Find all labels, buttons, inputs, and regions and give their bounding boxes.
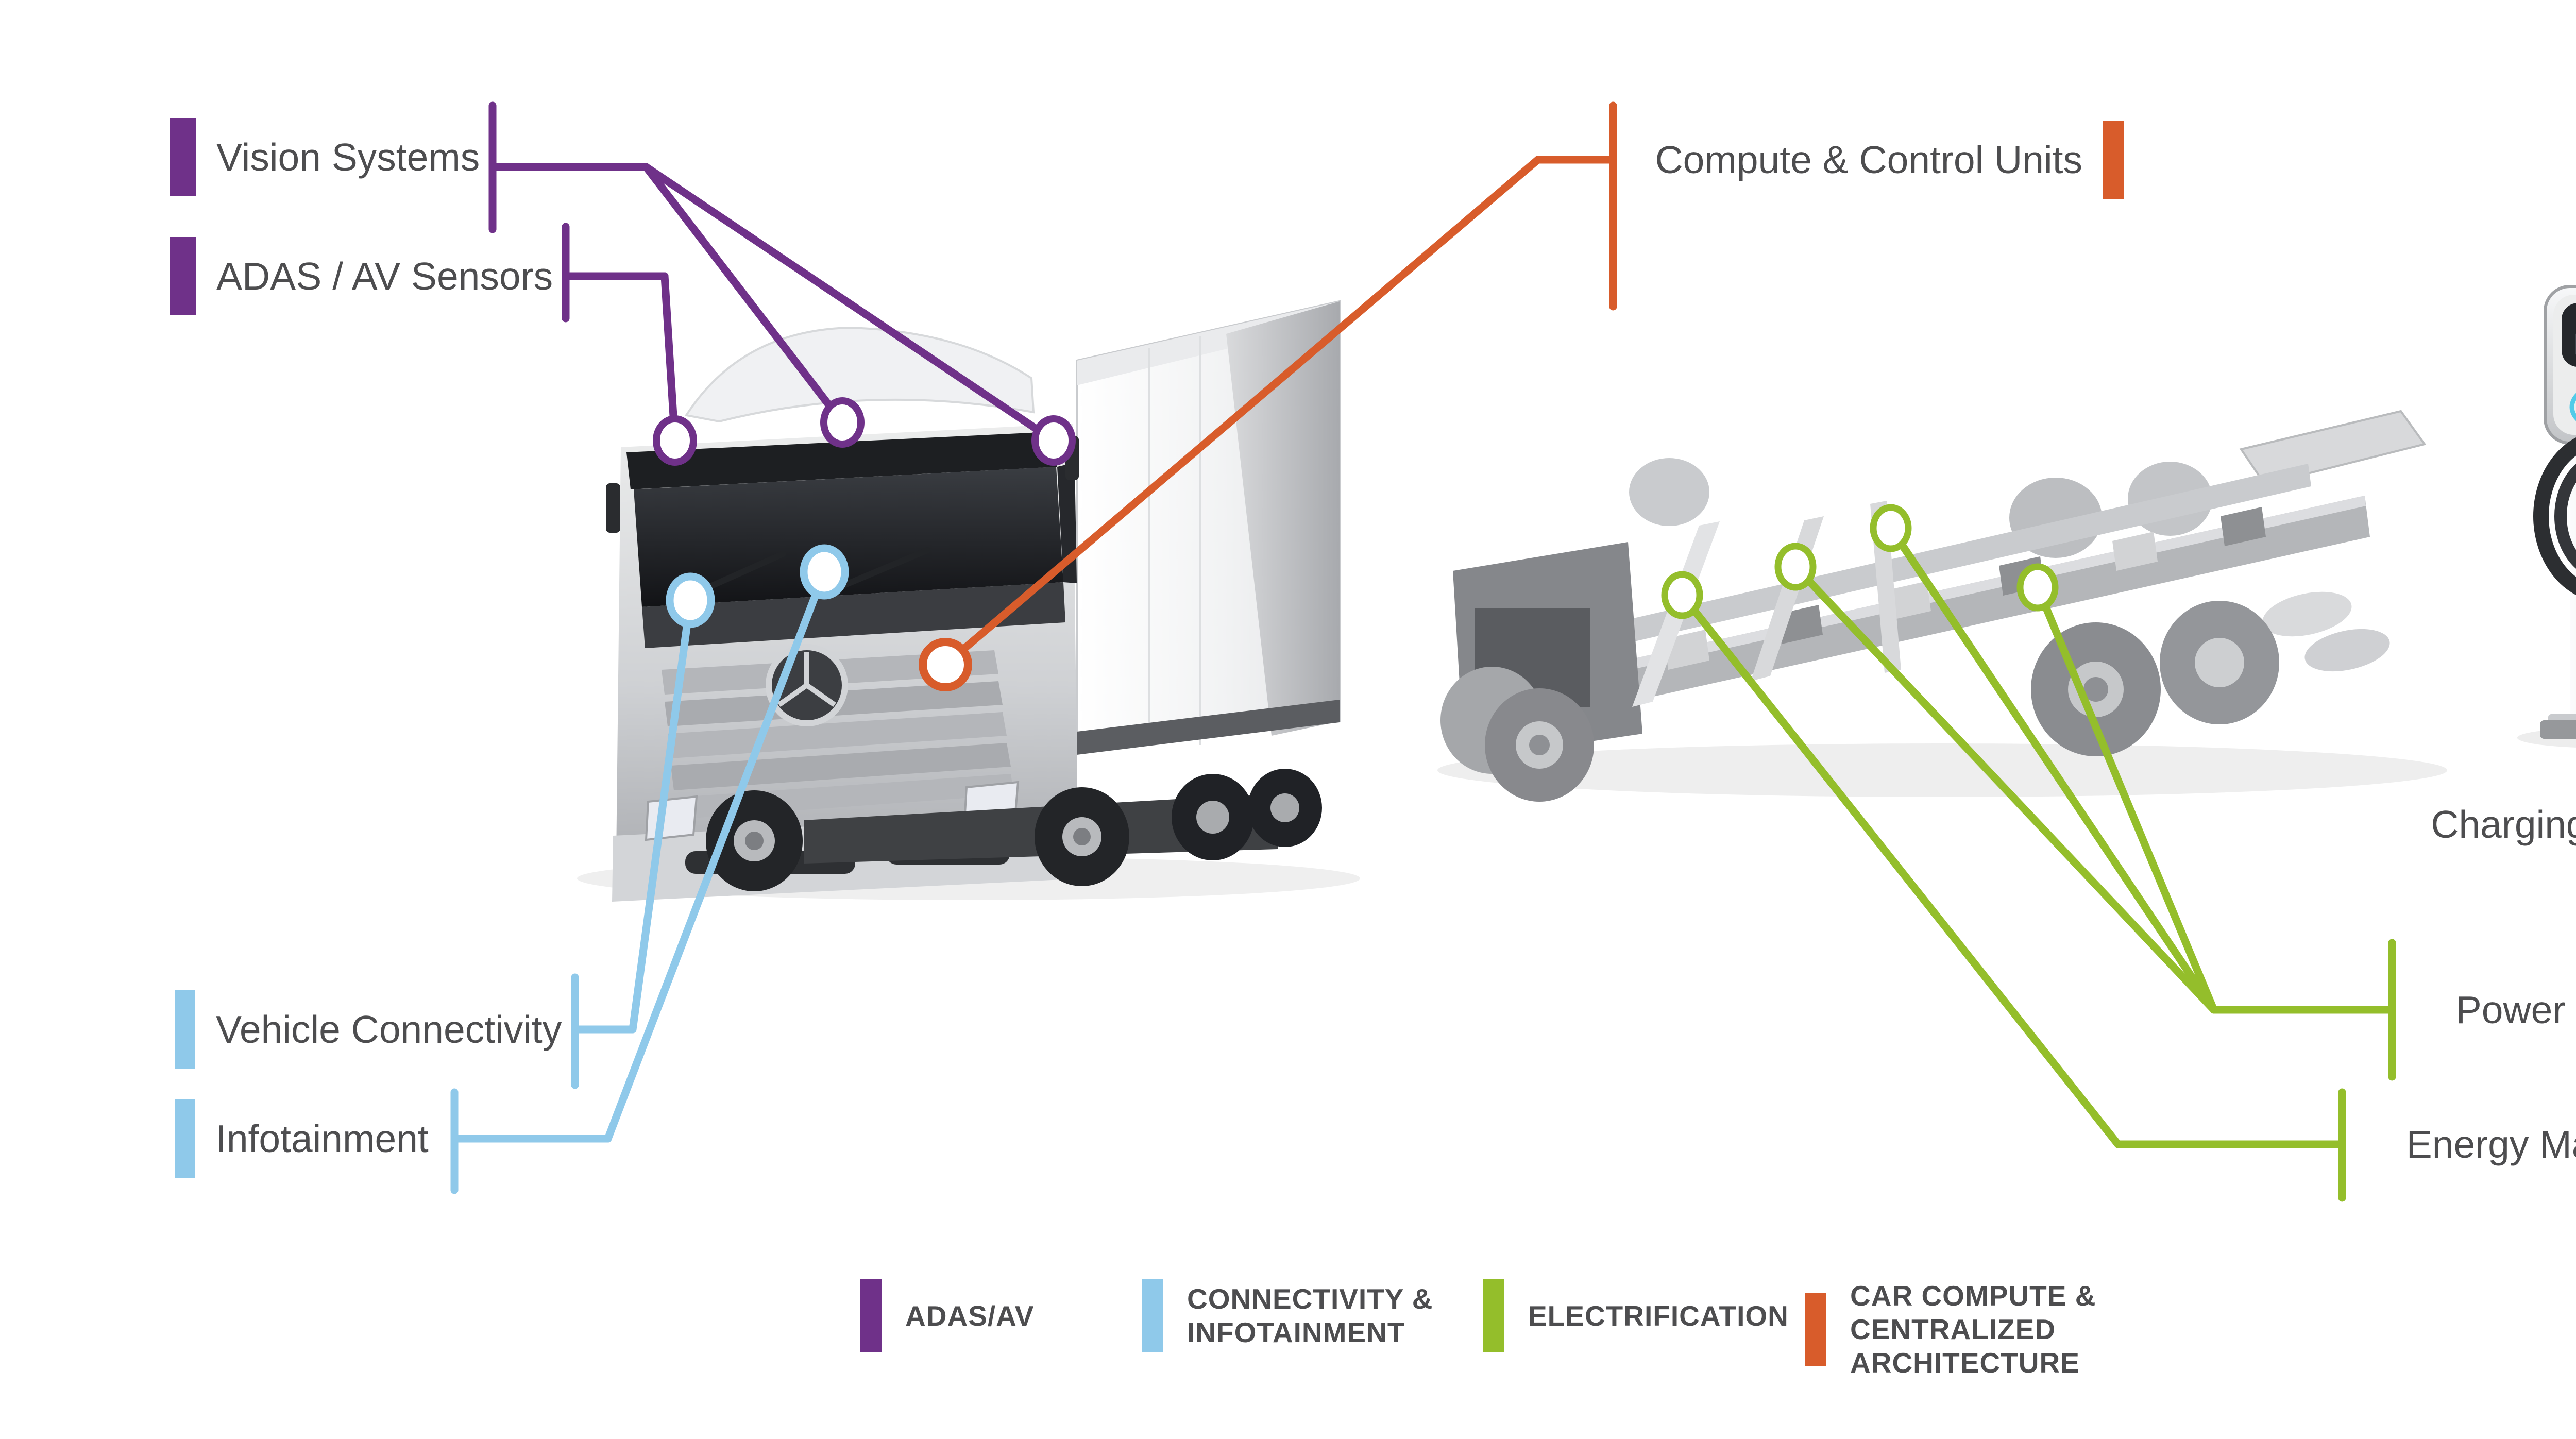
legend-item-adas-av: ADAS/AV [860, 1279, 1034, 1352]
callout-vehicle-connectivity: Vehicle Connectivity [175, 990, 562, 1069]
power-electronics-line-3 [2033, 583, 2218, 1014]
charge-port-ring [2569, 393, 2576, 421]
legend-label-adas-av: ADAS/AV [905, 1299, 1035, 1332]
leader-lines [450, 101, 2396, 1202]
vision-systems-line-1 [642, 163, 846, 427]
box-truck-illustration [577, 300, 1360, 902]
legend-label-compute: CAR COMPUTE & CENTRALIZED ARCHITECTURE [1850, 1280, 2096, 1379]
power-electronics-line-1 [1791, 563, 2218, 1014]
sensor-markers [653, 397, 2059, 691]
wallbox-panel [2562, 303, 2576, 367]
charging-solutions-label: Charging Solutions [2431, 802, 2576, 846]
vision-marker-2 [820, 397, 865, 448]
adas-sensors-line [660, 272, 679, 445]
vision-systems-color-bar [170, 118, 196, 196]
headlight-left [645, 795, 698, 841]
chassis-shadow [1437, 743, 2447, 797]
compute-marker [919, 638, 972, 691]
infotainment-bracket [450, 1088, 612, 1194]
callout-adas-av-sensors: ADAS / AV Sensors [170, 237, 553, 315]
compute-line [941, 156, 1542, 669]
callout-infotainment: Infotainment [175, 1099, 429, 1178]
air-tank-2 [2304, 629, 2390, 672]
cowl-panel [642, 582, 1065, 648]
infotainment-line [604, 568, 828, 1143]
electrification-marker-1 [1661, 571, 1703, 619]
vision-systems-label: Vision Systems [216, 135, 480, 179]
charging-station-illustration [2517, 285, 2576, 748]
vision-systems-bracket [488, 101, 650, 233]
compute-control-units-color-bar [2103, 121, 2124, 199]
legend-item-electrification: ELECTRIFICATION [1483, 1279, 1789, 1352]
energy-management-line [1678, 591, 2122, 1148]
vision-marker-3 [1031, 415, 1076, 466]
adas-sensors-bracket [562, 223, 669, 323]
cargo-box-shading [1226, 301, 1340, 736]
truck-underbody [1077, 700, 1340, 755]
vehicle-connectivity-bracket [571, 973, 637, 1089]
adas-av-sensors-label: ADAS / AV Sensors [216, 254, 553, 298]
electrification-marker-3 [1870, 504, 1912, 552]
callout-vision-systems: Vision Systems [170, 118, 480, 196]
charger-base [2540, 720, 2576, 739]
infotainment-color-bar [175, 1099, 195, 1178]
rear-deck-panel [2239, 410, 2427, 486]
legend-swatch-connectivity [1142, 1279, 1163, 1352]
cable-coil-outer [2533, 437, 2576, 595]
vision-marker-1 [653, 415, 697, 466]
compute-bracket [1534, 101, 1617, 311]
legend-label-connectivity: CONNECTIVITY & INFOTAINMENT [1187, 1283, 1433, 1348]
vehicle-connectivity-label: Vehicle Connectivity [216, 1007, 562, 1051]
far-wheel-1 [1629, 458, 1709, 526]
legend-label-electrification: ELECTRIFICATION [1528, 1299, 1789, 1332]
power-electronics-label: Power Electronics [2455, 988, 2576, 1031]
adas-av-sensors-color-bar [170, 237, 196, 315]
callout-charging-solutions: Charging Solutions [2431, 785, 2576, 864]
legend-item-compute: CAR COMPUTE & CENTRALIZED ARCHITECTURE [1805, 1279, 2288, 1380]
left-mirror [606, 483, 620, 533]
air-tank-1 [2262, 591, 2352, 637]
energy-management-bracket [2114, 1088, 2346, 1202]
callout-energy-management: Energy Management [2406, 1105, 2576, 1183]
legend-swatch-electrification [1483, 1279, 1504, 1352]
legend-swatch-adas-av [860, 1279, 882, 1352]
power-electronics-line-2 [1887, 524, 2218, 1014]
infotainment-label: Infotainment [216, 1116, 429, 1160]
callout-power-electronics: Power Electronics [2456, 971, 2576, 1049]
cab-sun-visor [626, 432, 1057, 489]
electrification-marker-4 [2016, 563, 2059, 612]
legend-swatch-compute [1805, 1293, 1826, 1366]
brand-emblem-star [777, 652, 836, 707]
callout-compute-control-units: Compute & Control Units [1655, 121, 2124, 199]
legend-item-connectivity: CONNECTIVITY & INFOTAINMENT [1142, 1279, 1434, 1352]
vision-systems-line-2 [642, 163, 1058, 445]
compute-control-units-label: Compute & Control Units [1655, 138, 2082, 181]
power-electronics-bracket [2210, 939, 2396, 1081]
electrification-marker-2 [1774, 543, 1817, 591]
infotainment-marker [800, 544, 849, 600]
cable-coil-inner [2554, 464, 2576, 569]
energy-management-label: Energy Management [2406, 1122, 2576, 1166]
vehicle-connectivity-color-bar [175, 990, 195, 1069]
connectivity-marker [666, 572, 715, 628]
vehicle-connectivity-line [629, 596, 694, 1034]
cargo-box-seams [1148, 336, 1201, 745]
